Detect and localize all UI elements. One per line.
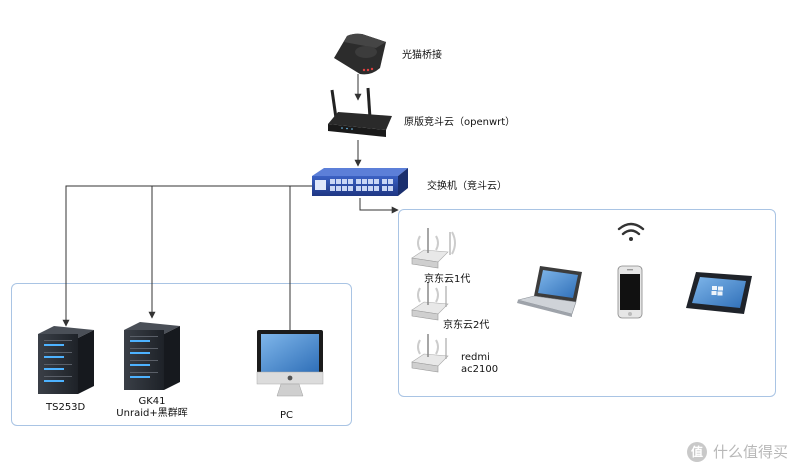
router-icon (328, 87, 392, 137)
laptop-icon (517, 266, 582, 317)
watermark-text: 什么值得买 (712, 443, 788, 461)
nas1-label: TS253D (46, 402, 86, 413)
pc-label: PC (280, 410, 294, 421)
ap3-label: redmi ac2100 (461, 352, 498, 376)
server-icon (124, 322, 180, 390)
ap3-label-line1: redmi (461, 352, 490, 363)
server-icon (38, 326, 94, 394)
router-label: 原版竞斗云（openwrt） (404, 117, 516, 128)
edge-switch-nas1 (62, 185, 312, 327)
nas2-label-line2: Unraid+黑群晖 (116, 408, 188, 419)
access-point-icon (411, 282, 449, 321)
switch-icon (312, 168, 408, 196)
nas2-label: GK41 Unraid+黑群晖 (110, 396, 194, 420)
onu-label: 光猫桥接 (402, 50, 442, 61)
nas2-label-line1: GK41 (138, 396, 166, 407)
access-point-icon (411, 334, 449, 373)
edge-switch-wireless (359, 198, 399, 214)
tablet-icon (686, 272, 752, 314)
wireless-group (398, 209, 776, 397)
watermark: 值 什么值得买 (686, 441, 788, 462)
modem-icon (334, 33, 386, 75)
switch-label: 交换机（竞斗云） (427, 181, 507, 192)
access-point-icon (411, 228, 456, 269)
edges (62, 74, 399, 330)
wired-group (11, 283, 352, 426)
watermark-badge: 值 (686, 441, 707, 462)
ap2-label: 京东云2代 (443, 320, 490, 331)
monitor-icon (256, 330, 324, 397)
phone-icon (617, 265, 643, 319)
wifi-icon (617, 222, 645, 241)
ap3-label-line2: ac2100 (461, 364, 499, 375)
ap1-label: 京东云1代 (424, 274, 471, 285)
